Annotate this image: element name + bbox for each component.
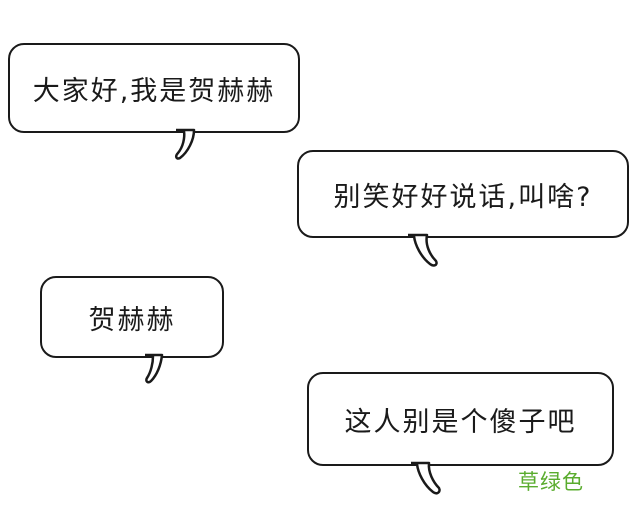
speech-bubble-4: 这人别是个傻子吧: [307, 372, 614, 466]
bubble-1-tail-icon: [175, 128, 196, 160]
bubble-2-tail-icon: [408, 233, 438, 267]
bubble-2-text: 别笑好好说话,叫啥?: [333, 181, 593, 213]
speech-bubble-1: 大家好,我是贺赫赫: [8, 43, 300, 133]
watermark-text: 草绿色: [518, 470, 584, 494]
bubble-3-text: 贺赫赫: [88, 304, 176, 336]
speech-bubble-3: 贺赫赫: [40, 276, 224, 358]
bubble-3-tail-icon: [145, 353, 164, 384]
speech-bubble-2: 别笑好好说话,叫啥?: [297, 150, 629, 238]
bubble-1-text: 大家好,我是贺赫赫: [32, 75, 276, 107]
bubble-4-text: 这人别是个傻子吧: [344, 406, 577, 438]
bubble-4-tail-icon: [411, 461, 441, 495]
